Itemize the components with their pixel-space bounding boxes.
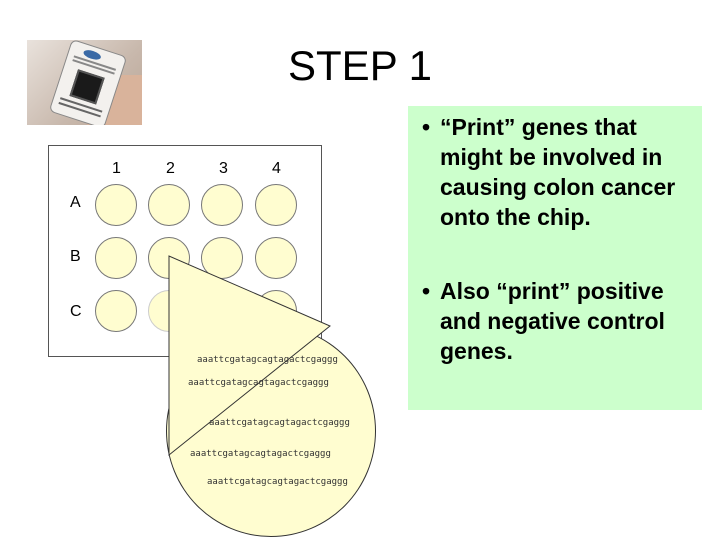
well-a4 [255, 184, 297, 226]
sequence-line-2: aaattcgatagcagtagactcgaggg [188, 378, 329, 388]
sequence-line-5: aaattcgatagcagtagactcgaggg [207, 477, 348, 487]
zoom-triangle [168, 255, 331, 457]
microarray-chip-photo [27, 40, 142, 125]
well-a1 [95, 184, 137, 226]
sequence-line-1: aaattcgatagcagtagactcgaggg [197, 355, 338, 365]
bullet-marker: • [422, 114, 431, 140]
well-b3 [201, 237, 243, 279]
column-label-3: 3 [219, 160, 228, 177]
bullet-text: “Print” genes that might be involved in … [440, 114, 676, 230]
well-c1 [95, 290, 137, 332]
well-a3 [201, 184, 243, 226]
well-b4 [255, 237, 297, 279]
column-label-2: 2 [166, 160, 175, 177]
column-label-1: 1 [112, 160, 121, 177]
bullet-item-1: • “Print” genes that might be involved i… [412, 112, 698, 232]
well-a2 [148, 184, 190, 226]
column-label-4: 4 [272, 160, 281, 177]
sequence-line-3: aaattcgatagcagtagactcgaggg [209, 418, 350, 428]
description-panel: • “Print” genes that might be involved i… [408, 106, 702, 410]
row-label-c: C [70, 303, 82, 320]
row-label-b: B [70, 248, 81, 265]
sequence-line-4: aaattcgatagcagtagactcgaggg [190, 449, 331, 459]
bullet-item-2: • Also “print” positive and negative con… [412, 276, 698, 366]
well-b1 [95, 237, 137, 279]
slide-title: STEP 1 [288, 42, 432, 89]
bullet-marker: • [422, 278, 431, 304]
bullet-text: Also “print” positive and negative contr… [440, 278, 665, 364]
row-label-a: A [70, 194, 81, 211]
